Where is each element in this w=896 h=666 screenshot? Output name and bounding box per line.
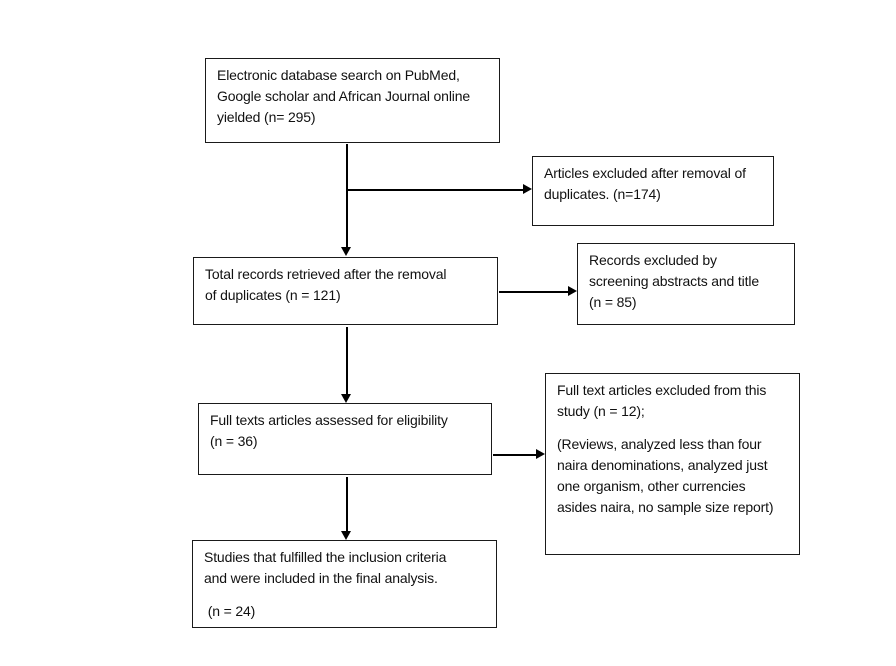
text-line: (n = 36) [210,433,258,449]
text-line: Studies that fulfilled the inclusion cri… [204,549,447,565]
arrowhead-right [568,286,577,296]
text-line: Full text articles excluded from this [557,382,767,398]
text-line: duplicates. (n=174) [544,186,661,202]
text-line: (n = 85) [589,294,637,310]
box-records-excluded-screening: Records excluded by screening abstracts … [577,243,795,325]
text-line: study (n = 12); [557,403,645,419]
connector-total-to-assessed [346,327,348,394]
text-line [557,422,788,434]
text-line: naira denominations, analyzed just [557,457,768,473]
text-line: Electronic database search on PubMed, [217,67,460,83]
connector-total-to-screening-excluded [499,291,568,293]
text-line [204,589,485,601]
text-line: Full texts articles assessed for eligibi… [210,412,448,428]
box-fulltext-assessed: Full texts articles assessed for eligibi… [198,403,492,475]
box-total-records: Total records retrieved after the remova… [193,257,498,325]
text-line: yielded (n= 295) [217,109,316,125]
text-line: one organism, other currencies [557,478,746,494]
arrowhead-down [341,531,351,540]
connector-assessed-to-fulltext-excluded [493,454,536,456]
text-line: Records excluded by [589,252,717,268]
box-database-search: Electronic database search on PubMed, Go… [205,58,500,143]
box-fulltext-excluded: Full text articles excluded from this st… [545,373,800,555]
arrowhead-right [536,449,545,459]
text-line: of duplicates (n = 121) [205,287,341,303]
text-line: asides naira, no sample size report) [557,499,774,515]
arrowhead-down [341,394,351,403]
text-line: Articles excluded after removal of [544,165,746,181]
box-articles-excluded-duplicates: Articles excluded after removal of dupli… [532,156,774,226]
text-line: Total records retrieved after the remova… [205,266,447,282]
arrowhead-right [523,184,532,194]
text-line: and were included in the final analysis. [204,570,438,586]
box-studies-included: Studies that fulfilled the inclusion cri… [192,540,497,628]
text-line: (Reviews, analyzed less than four [557,436,762,452]
text-line: (n = 24) [204,603,256,619]
text-line: Google scholar and African Journal onlin… [217,88,471,104]
connector-assessed-to-included [346,477,348,531]
arrowhead-down [341,247,351,256]
text-line: screening abstracts and title [589,273,759,289]
connector-branch-to-duplicates-excluded [347,189,523,191]
connector-search-to-total [346,144,348,247]
